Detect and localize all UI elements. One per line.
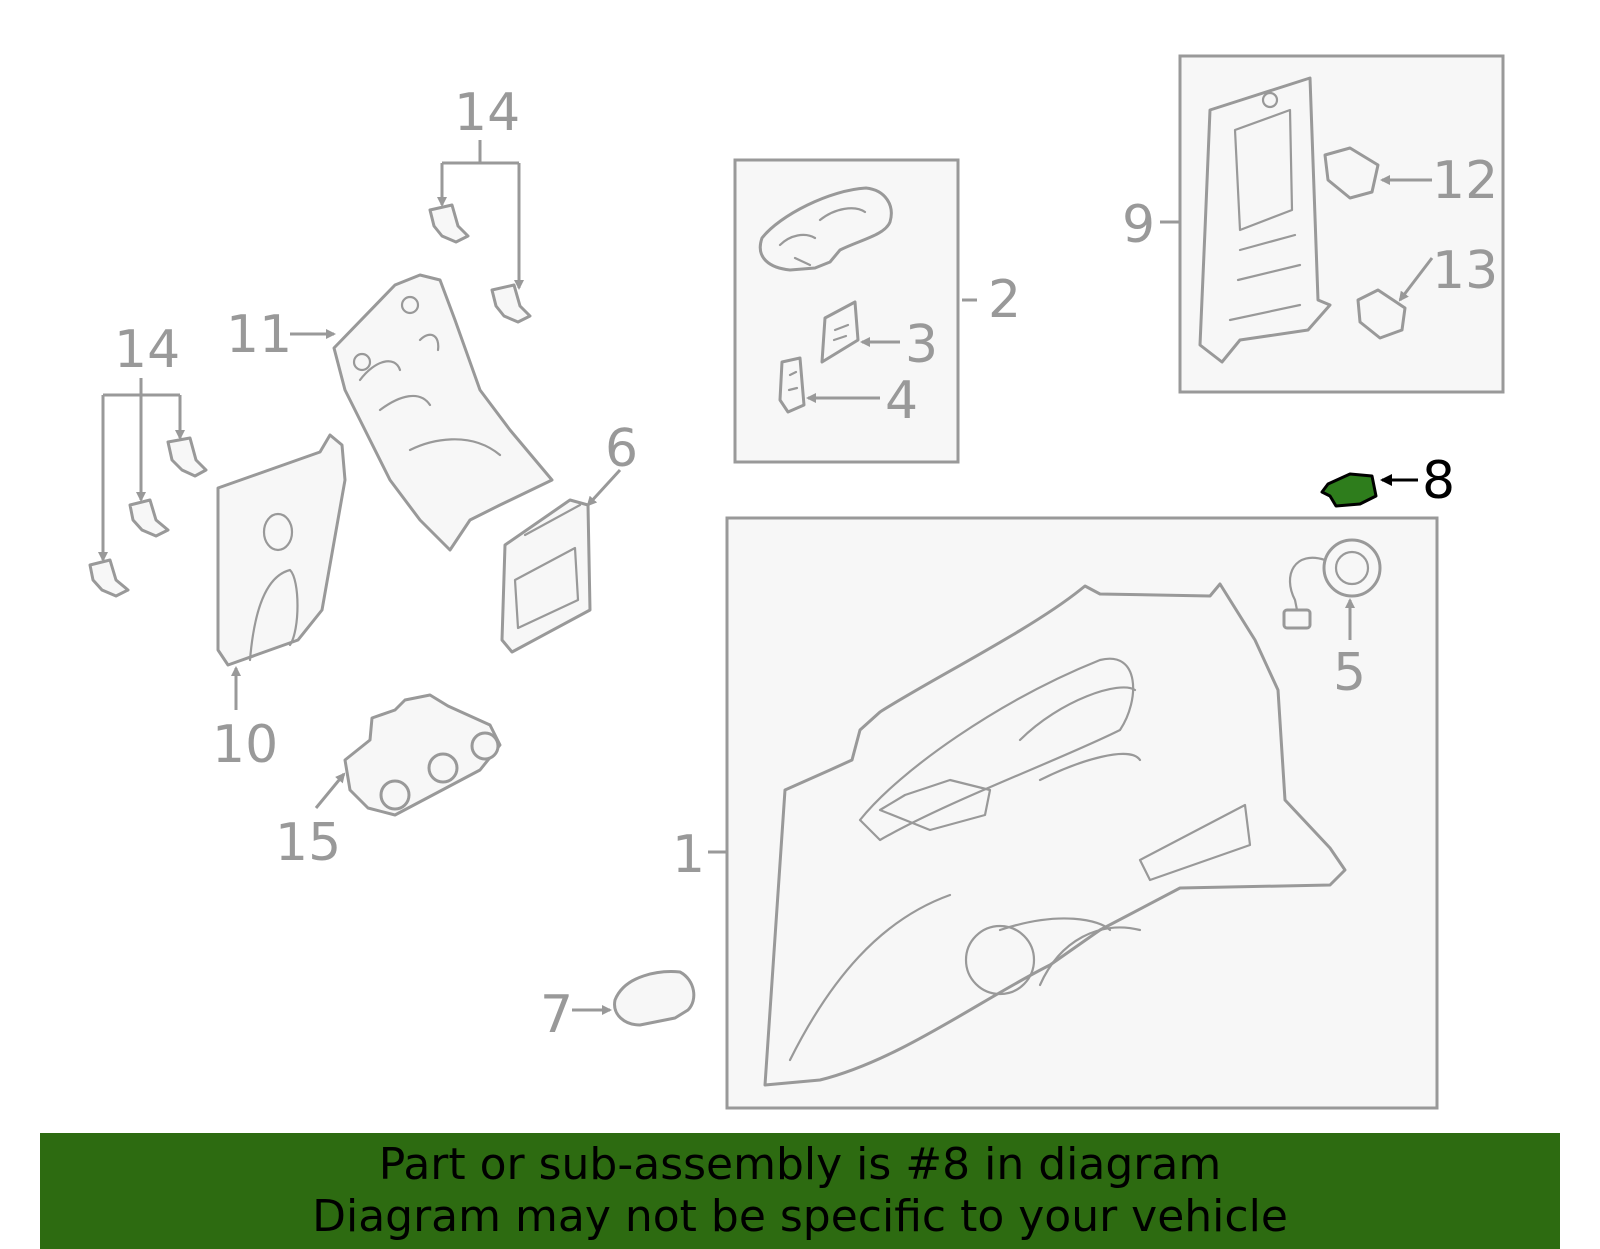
info-banner: Part or sub-assembly is #8 in diagram Di…: [40, 1133, 1560, 1249]
part-6-group: [500, 468, 622, 654]
part-3-shape: [820, 300, 860, 364]
part-7-shape: [613, 970, 696, 1027]
callout-13[interactable]: 13: [1432, 241, 1498, 301]
callout-12[interactable]: 12: [1432, 151, 1498, 211]
part-group-9-box: [1160, 54, 1505, 394]
part-8-highlighted[interactable]: 8: [1320, 451, 1455, 511]
part-15-group: [314, 693, 502, 817]
part-11-console: [332, 273, 554, 552]
part-10-group: [216, 433, 347, 710]
clips-14-left: [88, 378, 208, 598]
part-5-wire: [1288, 556, 1327, 617]
callout-11[interactable]: 11: [226, 305, 292, 365]
callout-4[interactable]: 4: [885, 371, 918, 431]
callout-6[interactable]: 6: [605, 419, 638, 479]
callout-10[interactable]: 10: [212, 715, 278, 775]
callout-14-left[interactable]: 14: [114, 320, 180, 380]
callout-5[interactable]: 5: [1333, 643, 1366, 703]
callout-8[interactable]: 8: [1422, 451, 1455, 511]
part-11-group: [290, 273, 554, 552]
part-5-socket: [1322, 538, 1382, 598]
quarter-trim-panel: [763, 582, 1347, 1087]
callout-2[interactable]: 2: [988, 270, 1021, 330]
part-group-2-box: [733, 158, 977, 464]
callout-3[interactable]: 3: [905, 315, 938, 375]
banner-line-2: Diagram may not be specific to your vehi…: [312, 1191, 1288, 1242]
part-6-shape: [500, 498, 592, 654]
callout-7[interactable]: 7: [540, 985, 573, 1045]
callout-9[interactable]: 9: [1122, 195, 1155, 255]
part-7-group: [572, 970, 696, 1027]
part-13-clip: [1356, 288, 1407, 340]
part-group-1-box: [708, 516, 1439, 1110]
callout-1[interactable]: 1: [672, 825, 705, 885]
callout-14-top[interactable]: 14: [454, 83, 520, 143]
banner-line-1: Part or sub-assembly is #8 in diagram: [378, 1139, 1222, 1190]
part-4-shape: [778, 356, 806, 414]
callout-15[interactable]: 15: [275, 813, 341, 873]
part-12-clip: [1323, 146, 1380, 200]
clips-14-top: [428, 140, 532, 324]
